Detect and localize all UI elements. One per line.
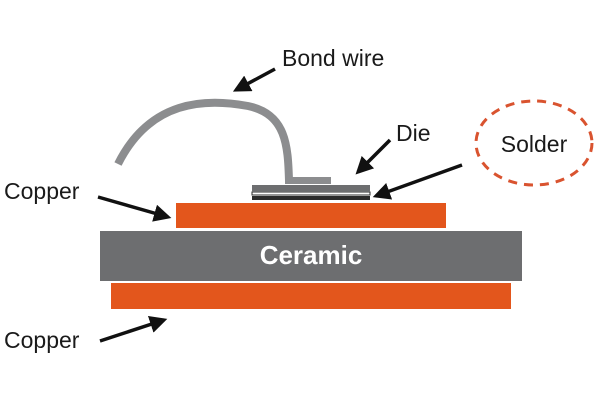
solder-highlight-circle xyxy=(474,99,594,187)
solder-arrow xyxy=(372,163,463,200)
ceramic-substrate xyxy=(100,231,522,281)
die-arrow xyxy=(355,138,392,175)
copper-top-arrow xyxy=(97,195,172,222)
bond-wire-label: Bond wire xyxy=(282,45,384,71)
copper-top-layer xyxy=(176,203,446,228)
bond-wire-foot xyxy=(285,177,331,184)
copper-bottom-label: Copper xyxy=(4,327,80,353)
copper-bottom-layer xyxy=(111,283,511,309)
solder-label: Solder xyxy=(501,131,568,157)
bond-wire xyxy=(114,98,293,182)
bond-wire-arrow xyxy=(232,67,276,92)
solder-gap xyxy=(251,191,371,196)
copper-bottom-arrow xyxy=(99,316,168,343)
die-label: Die xyxy=(396,120,431,146)
die-chip xyxy=(252,185,370,192)
ceramic-label: Ceramic xyxy=(260,240,363,270)
copper-top-label: Copper xyxy=(4,178,80,204)
solder-layer xyxy=(252,196,370,200)
